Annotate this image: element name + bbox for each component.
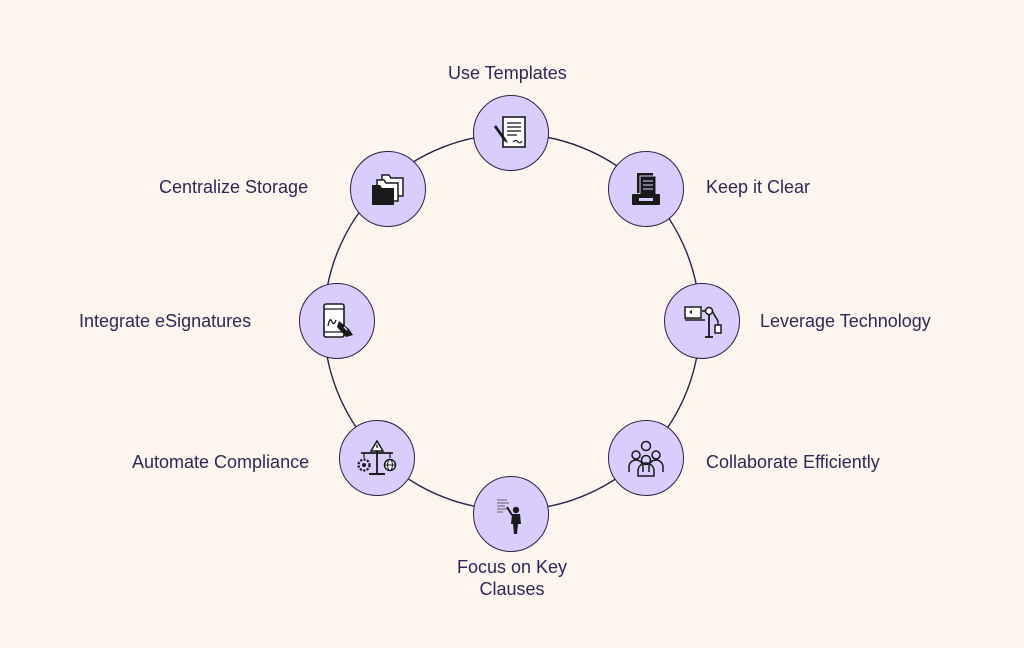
- label-leverage-technology: Leverage Technology: [760, 311, 931, 331]
- robot-arm-icon: [684, 306, 722, 338]
- node-use-templates: [473, 95, 549, 171]
- node-keep-it-clear: [608, 151, 684, 227]
- node-collaborate-efficiently: [608, 420, 684, 496]
- node-focus-key-clauses: [473, 476, 549, 552]
- node-centralize-storage: [350, 151, 426, 227]
- label-use-templates: Use Templates: [448, 63, 567, 83]
- node-integrate-esignatures: [299, 283, 375, 359]
- tablet-signature-icon: [323, 303, 353, 338]
- label-automate-compliance: Automate Compliance: [132, 452, 310, 472]
- paper-stack-icon: [632, 173, 660, 205]
- document-pen-icon: [494, 116, 526, 148]
- team-icon: [628, 440, 664, 477]
- scale-gear-icon: [357, 439, 397, 475]
- folders-icon: [372, 174, 404, 205]
- label-collaborate-efficiently: Collaborate Efficiently: [706, 452, 880, 472]
- label-integrate-esignatures: Integrate eSignatures: [79, 311, 252, 331]
- presenter-board-icon: [497, 499, 521, 534]
- label-focus-key-clauses: Focus on Key Clauses: [456, 557, 568, 599]
- node-automate-compliance: [339, 420, 415, 496]
- label-keep-it-clear: Keep it Clear: [706, 177, 811, 197]
- label-centralize-storage: Centralize Storage: [159, 177, 309, 197]
- node-leverage-technology: [664, 283, 740, 359]
